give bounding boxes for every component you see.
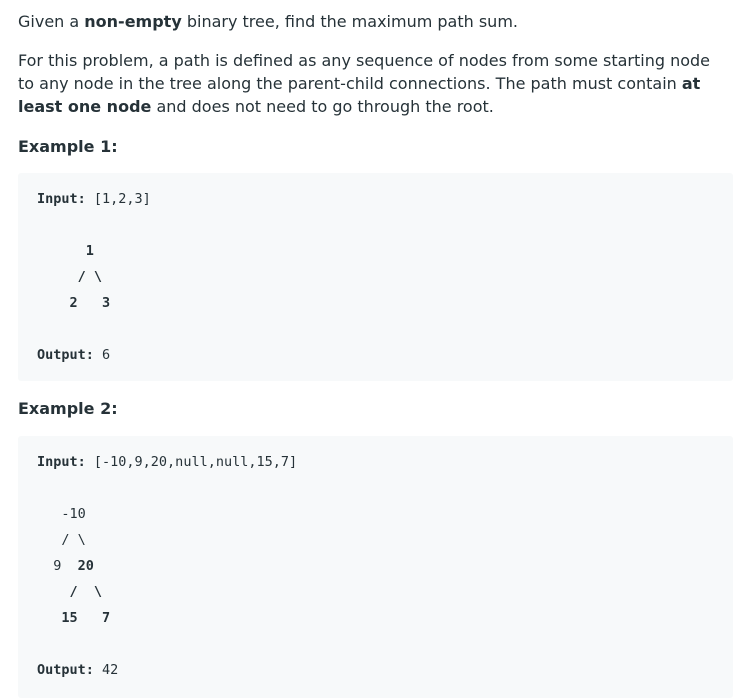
input-value: [1,2,3] (85, 191, 151, 207)
intro-bold: non-empty (84, 12, 182, 31)
tree-line: / \ (37, 532, 86, 548)
definition-paragraph: For this problem, a path is defined as a… (18, 49, 728, 118)
tree-line: / \ (37, 584, 103, 600)
example-1-code-block: Input: [1,2,3] 1 / \ 2 3 Output: 6 (18, 173, 733, 381)
tree-line: -10 (37, 506, 86, 522)
tree-node: 9 (37, 558, 78, 574)
tree-line: 2 3 (37, 295, 111, 311)
tree-node: 20 (77, 558, 94, 574)
input-label: Input: (37, 191, 86, 207)
example-1-heading: Example 1: (18, 137, 118, 156)
output-label: Output: (37, 347, 94, 363)
example-1-output: Output: 6 (37, 345, 110, 365)
tree-line: 1 (37, 243, 94, 259)
output-label: Output: (37, 662, 94, 678)
definition-rest: and does not need to go through the root… (151, 97, 494, 116)
example-2-code-block: Input: [-10,9,20,null,null,15,7] -10 / \… (18, 436, 733, 698)
example-2-input: Input: [-10,9,20,null,null,15,7] (37, 452, 297, 472)
example-2-heading: Example 2: (18, 399, 118, 418)
intro-rest: binary tree, find the maximum path sum. (181, 12, 518, 31)
intro-text: Given a (18, 12, 85, 31)
tree-line: 9 20 (37, 556, 94, 576)
definition-text: For this problem, a path is defined as a… (18, 51, 711, 93)
example-2-output: Output: 42 (37, 660, 118, 680)
definition-bold: at least one node (18, 74, 701, 116)
output-value: 6 (93, 347, 111, 363)
tree-line: 15 7 (37, 610, 111, 626)
intro-paragraph: Given a non-empty binary tree, find the … (18, 10, 518, 33)
input-label: Input: (37, 454, 86, 470)
input-value: [-10,9,20,null,null,15,7] (85, 454, 298, 470)
output-value: 42 (93, 662, 119, 678)
example-1-input: Input: [1,2,3] (37, 189, 151, 209)
tree-line: / \ (37, 269, 103, 285)
